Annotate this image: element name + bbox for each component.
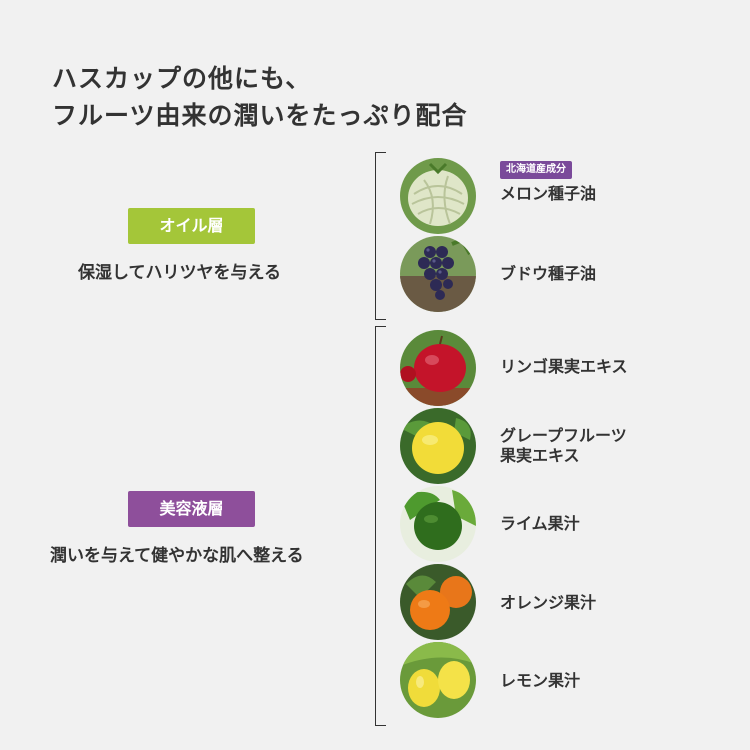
ingredient-label-melon: メロン種子油 (500, 184, 597, 203)
beauty-layer-badge: 美容液層 (128, 491, 255, 527)
lemon-icon (400, 642, 476, 718)
ingredient-label-grapefruit-line-1: グレープフルーツ (500, 426, 627, 445)
oil-layer-badge: オイル層 (128, 208, 255, 244)
orange-icon (400, 564, 476, 640)
ingredient-label-grapefruit: グレープフルーツ 果実エキス (500, 426, 627, 466)
heading-line-1: ハスカップの他にも、 (52, 64, 312, 93)
beauty-layer-bracket (375, 326, 386, 726)
ingredient-label-grapefruit-line-2: 果実エキス (500, 446, 580, 465)
ingredient-label-lime: ライム果汁 (500, 514, 580, 533)
oil-layer-bracket (375, 152, 386, 320)
hokkaido-origin-tag: 北海道産成分 (500, 161, 572, 179)
ingredient-label-grape: ブドウ種子油 (500, 264, 597, 283)
grapefruit-icon (400, 408, 476, 484)
grape-icon (400, 236, 476, 312)
ingredient-label-apple: リンゴ果実エキス (500, 357, 628, 376)
melon-icon (400, 158, 476, 234)
page-heading: ハスカップの他にも、 フルーツ由来の潤いをたっぷり配合 (52, 60, 468, 134)
lime-icon (400, 486, 476, 562)
heading-line-2: フルーツ由来の潤いをたっぷり配合 (52, 101, 468, 130)
ingredient-label-lemon: レモン果汁 (500, 671, 581, 690)
ingredient-label-orange: オレンジ果汁 (500, 593, 597, 612)
beauty-layer-description: 潤いを与えて健やかな肌へ整える (50, 546, 304, 566)
apple-icon (400, 330, 476, 406)
oil-layer-description: 保湿してハリツヤを与える (78, 263, 281, 283)
